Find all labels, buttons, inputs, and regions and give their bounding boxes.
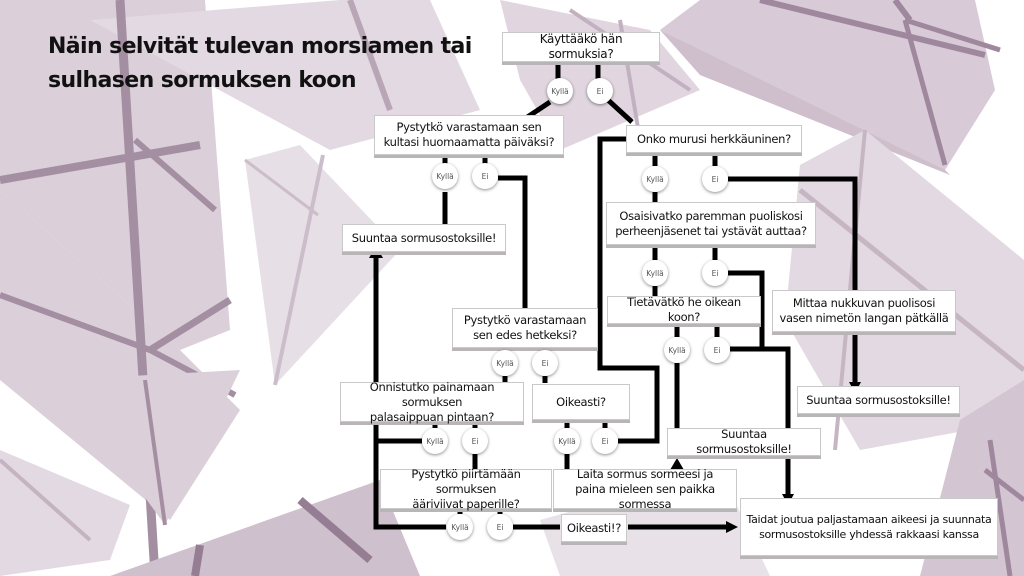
answer-yes-press-soap: Kyllä: [422, 428, 448, 454]
title-line-1: Näin selvität tulevan morsiamen tai: [48, 34, 472, 59]
node-go-shopping-2: Suuntaa sormusostoksille!: [797, 386, 960, 414]
node-sensitive-sleeper: Onko murusi herkkäuninen?: [626, 125, 802, 153]
answer-no-steal-day: Ei: [472, 163, 498, 189]
node-try-on-finger: Laita sormus sormeesi ja paina mieleen s…: [553, 467, 737, 511]
answer-yes-sensitive: Kyllä: [642, 166, 668, 192]
node-really-1: Oikeasti?: [532, 384, 630, 420]
node-really-2: Oikeasti!?: [561, 514, 627, 542]
answer-no-steal-moment: Ei: [532, 350, 558, 376]
node-steal-for-a-day: Pystytkö varastamaan sen kultasi huomaam…: [374, 115, 564, 155]
node-steal-for-a-moment: Pystytkö varastamaan sen edes hetkeksi?: [452, 308, 598, 348]
node-measure-sleeping: Mittaa nukkuvan puolisosi vasen nimetön …: [772, 290, 956, 332]
node-know-size: Tietävätkö he oikean koon?: [607, 295, 761, 324]
node-press-on-soap: Onnistutko painamaan sormuksen palasaipp…: [340, 380, 524, 424]
answer-yes-family-help: Kyllä: [642, 260, 668, 286]
node-family-help: Osaisivatko paremman puoliskosi perheenj…: [606, 202, 816, 245]
title-line-2: sulhasen sormuksen koon: [48, 68, 356, 93]
page-title: Näin selvität tulevan morsiamen tai sulh…: [48, 30, 472, 98]
answer-no-family-help: Ei: [702, 260, 728, 286]
answer-no-know-size: Ei: [704, 337, 730, 363]
answer-yes-draw-outline: Kyllä: [447, 514, 473, 540]
answer-no-sensitive: Ei: [702, 166, 728, 192]
answer-no-uses-rings: Ei: [587, 78, 613, 104]
answer-yes-steal-day: Kyllä: [432, 163, 458, 189]
answer-no-draw-outline: Ei: [487, 514, 513, 540]
node-go-shopping-3: Suuntaa sormusostoksille!: [667, 427, 821, 456]
answer-yes-really-1: Kyllä: [554, 428, 580, 454]
answer-yes-steal-moment: Kyllä: [492, 350, 518, 376]
answer-yes-know-size: Kyllä: [664, 337, 690, 363]
answer-yes-uses-rings: Kyllä: [547, 78, 573, 104]
answer-no-really-1: Ei: [592, 428, 618, 454]
node-uses-rings: Käyttääkö hän sormuksia?: [502, 32, 660, 62]
node-go-shopping-1: Suuntaa sormusostoksille!: [342, 224, 506, 252]
node-draw-outline: Pystytkö piirtämään sormuksen ääriviivat…: [380, 467, 552, 511]
answer-no-press-soap: Ei: [462, 428, 488, 454]
node-reveal-intent: Taidat joutua paljastamaan aikeesi ja su…: [740, 498, 998, 556]
